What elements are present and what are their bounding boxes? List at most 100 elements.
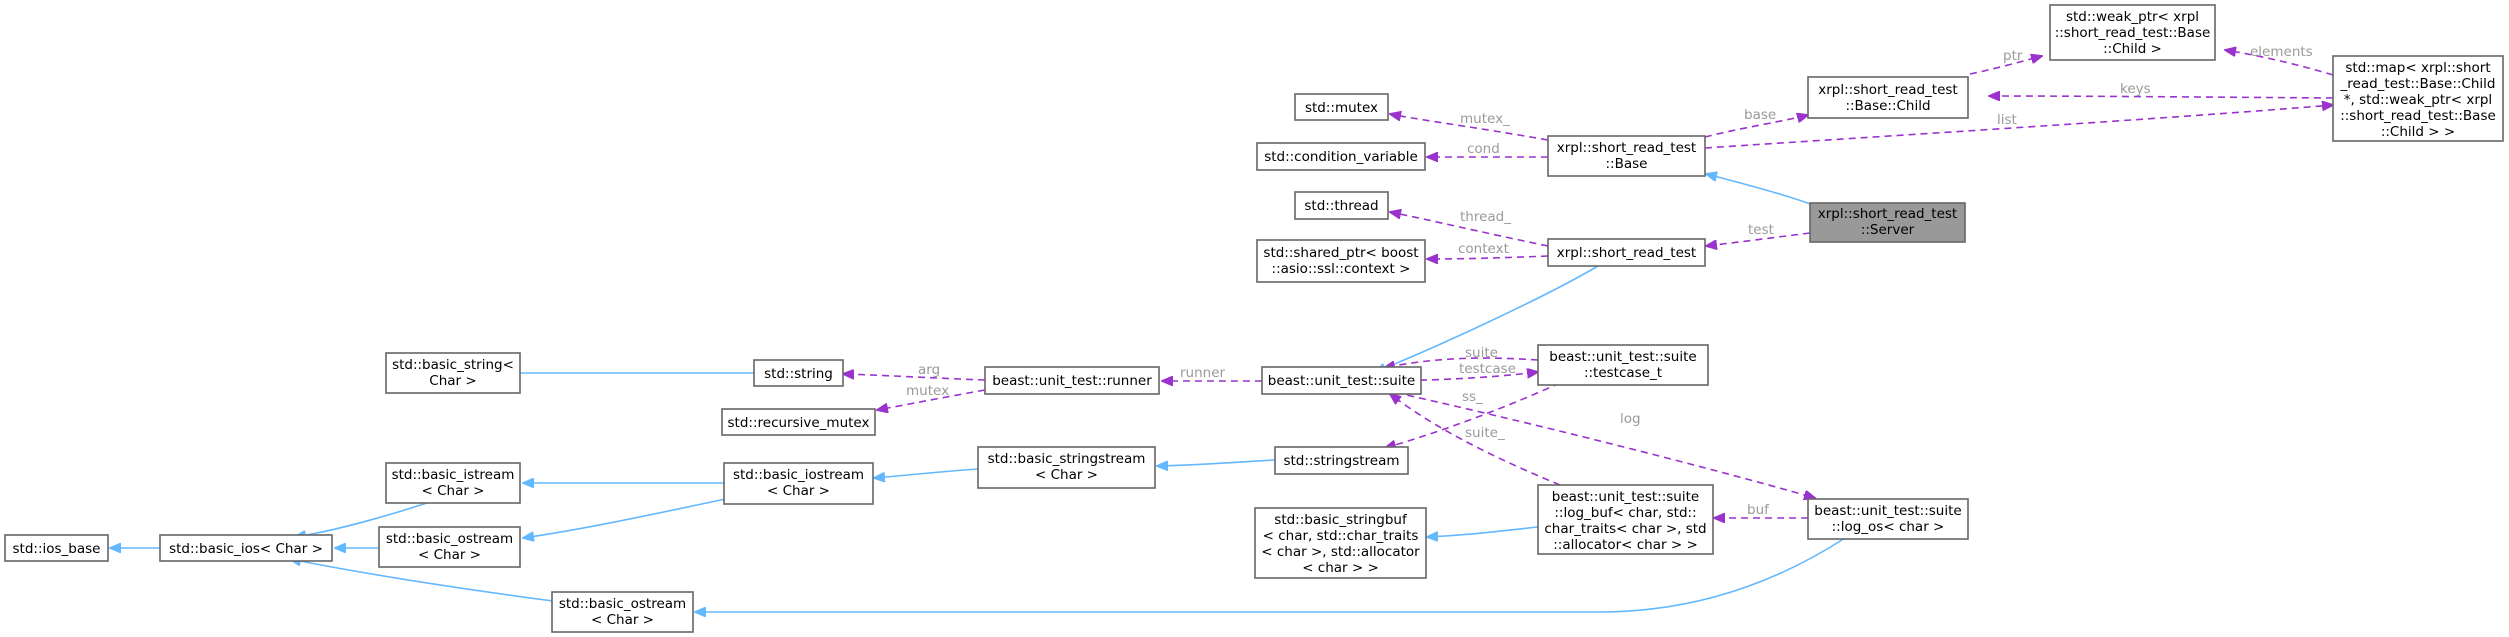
node-map-line-2: _read_test::Base::Child — [2340, 76, 2496, 92]
edge-base-to-base-child — [1704, 115, 1808, 138]
node-basic-istream[interactable]: std::basic_istream < Char > — [385, 462, 521, 504]
nodes: xrpl::short_read_test ::Server xrpl::sho… — [4, 4, 2504, 633]
node-basic-string[interactable]: std::basic_string< Char > — [385, 352, 521, 394]
node-basic-ostream-low-line-1: std::basic_ostream — [559, 596, 686, 612]
edge-short-read-test-to-shared-ptr — [1427, 256, 1549, 259]
node-shared-ptr[interactable]: std::shared_ptr< boost ::asio::ssl::cont… — [1256, 239, 1426, 283]
node-weak-ptr-line-3: ::Child > — [2103, 41, 2162, 57]
node-basic-iostream-line-1: std::basic_iostream — [733, 467, 864, 483]
node-basic-ios[interactable]: std::basic_ios< Char > — [159, 534, 333, 562]
edge-server-to-base — [1706, 174, 1811, 205]
node-weak-ptr-line-2: ::short_read_test::Base — [2055, 25, 2211, 41]
edge-log-buf-to-basic-stringbuf — [1427, 526, 1539, 537]
edge-short-read-test-to-suite — [1375, 265, 1599, 372]
node-basic-string-line-2: Char > — [429, 373, 476, 389]
node-base[interactable]: xrpl::short_read_test ::Base — [1547, 135, 1706, 177]
edge-base-child-to-weak-ptr — [1969, 56, 2042, 75]
edge-label-mutex_: mutex_ — [1460, 111, 1510, 127]
edge-log-os-to-basic-ostream-low — [695, 537, 1846, 612]
node-base-child[interactable]: xrpl::short_read_test ::Base::Child — [1807, 76, 1969, 119]
node-thread-line-1: std::thread — [1304, 198, 1378, 214]
edge-label-ptr: ptr — [2003, 48, 2023, 64]
node-ios-base[interactable]: std::ios_base — [4, 534, 109, 562]
node-basic-ostream-mid-line-2: < Char > — [418, 547, 481, 563]
edge-suite-to-log-os — [1383, 389, 1815, 498]
edge-base-to-map-list — [1704, 105, 2333, 149]
edge-label-cond: cond — [1467, 141, 1500, 157]
edge-label-keys: keys — [2120, 81, 2151, 97]
edge-log-buf-to-suite — [1390, 394, 1561, 486]
node-log-buf-line-3: char_traits< char >, std — [1544, 521, 1706, 537]
edge-runner-to-string — [843, 374, 986, 381]
edge-label-list: list — [1997, 112, 2017, 128]
node-testcase-t[interactable]: beast::unit_test::suite ::testcase_t — [1537, 344, 1709, 386]
edge-server-to-short-read-test — [1706, 232, 1811, 246]
node-runner[interactable]: beast::unit_test::runner — [984, 366, 1160, 395]
node-suite[interactable]: beast::unit_test::suite — [1261, 366, 1422, 395]
edge-base-to-mutex — [1390, 114, 1549, 141]
edge-label-test: test — [1748, 222, 1774, 238]
node-recursive-mutex-line-1: std::recursive_mutex — [728, 415, 870, 431]
node-condition-variable[interactable]: std::condition_variable — [1256, 142, 1426, 171]
node-stringstream[interactable]: std::stringstream — [1274, 446, 1409, 475]
node-server[interactable]: xrpl::short_read_test ::Server — [1809, 202, 1966, 243]
node-log-os-line-2: ::log_os< char > — [1832, 519, 1945, 535]
edge-label-arg: arg — [918, 362, 940, 378]
node-basic-ostream-mid[interactable]: std::basic_ostream < Char > — [378, 526, 521, 568]
edge-label-log: log — [1620, 411, 1641, 427]
node-map-line-1: std::map< xrpl::short — [2345, 60, 2490, 76]
node-basic-stringbuf-line-1: std::basic_stringbuf — [1274, 512, 1408, 528]
node-short-read-test-line-1: xrpl::short_read_test — [1557, 245, 1696, 261]
edge-testcase-to-stringstream — [1385, 382, 1561, 448]
edge-label-suite: suite — [1465, 345, 1498, 361]
node-weak-ptr[interactable]: std::weak_ptr< xrpl ::short_read_test::B… — [2049, 4, 2216, 61]
edge-runner-to-recursive-mutex — [877, 389, 986, 410]
node-log-os[interactable]: beast::unit_test::suite ::log_os< char > — [1807, 498, 1969, 540]
edge-short-read-test-to-thread — [1390, 212, 1549, 247]
edge-map-to-weak-ptr — [2225, 50, 2334, 76]
node-basic-stringbuf-line-3: < char >, std::allocator — [1261, 544, 1420, 560]
node-basic-stringstream-line-1: std::basic_stringstream — [988, 451, 1146, 467]
node-basic-ostream-low[interactable]: std::basic_ostream < Char > — [551, 591, 694, 633]
edge-basic-stringstream-to-basic-iostream — [874, 468, 979, 478]
node-shared-ptr-line-1: std::shared_ptr< boost — [1263, 245, 1418, 261]
edge-label-elements: elements — [2250, 44, 2313, 60]
node-string[interactable]: std::string — [753, 359, 844, 387]
node-testcase-t-line-1: beast::unit_test::suite — [1549, 349, 1696, 365]
node-basic-stringbuf[interactable]: std::basic_stringbuf < char, std::char_t… — [1254, 507, 1427, 579]
node-mutex-line-1: std::mutex — [1305, 100, 1378, 116]
node-log-buf[interactable]: beast::unit_test::suite ::log_buf< char,… — [1537, 484, 1714, 555]
node-stringstream-line-1: std::stringstream — [1283, 453, 1399, 469]
node-map-line-5: ::Child > > — [2381, 124, 2455, 140]
node-server-line-2: ::Server — [1861, 222, 1915, 238]
node-base-line-2: ::Base — [1606, 156, 1648, 172]
edge-label-testcase: testcase — [1459, 361, 1516, 377]
node-recursive-mutex[interactable]: std::recursive_mutex — [721, 408, 876, 436]
edge-label-runner: runner — [1180, 365, 1226, 381]
node-basic-iostream[interactable]: std::basic_iostream < Char > — [723, 462, 874, 505]
node-mutex[interactable]: std::mutex — [1294, 93, 1389, 121]
edge-basic-iostream-to-basic-ostream-mid — [523, 496, 736, 538]
node-testcase-t-line-2: ::testcase_t — [1584, 365, 1662, 381]
node-map[interactable]: std::map< xrpl::short _read_test::Base::… — [2332, 55, 2504, 142]
node-basic-ostream-low-line-2: < Char > — [591, 612, 654, 628]
edge-label-context: context — [1458, 241, 1509, 257]
node-basic-string-line-1: std::basic_string< — [392, 357, 514, 373]
edge-map-to-base-child-keys — [1989, 96, 2334, 98]
node-map-line-3: *, std::weak_ptr< xrpl — [2344, 92, 2492, 108]
node-basic-stringbuf-line-4: < char > > — [1302, 560, 1379, 576]
edges — [110, 50, 2333, 612]
node-thread[interactable]: std::thread — [1294, 191, 1389, 220]
node-runner-line-1: beast::unit_test::runner — [992, 373, 1152, 389]
node-basic-iostream-line-2: < Char > — [767, 483, 830, 499]
node-basic-istream-line-2: < Char > — [421, 483, 484, 499]
node-map-line-4: ::short_read_test::Base — [2340, 108, 2496, 124]
node-base-child-line-2: ::Base::Child — [1845, 98, 1930, 114]
node-basic-stringstream[interactable]: std::basic_stringstream < Char > — [977, 446, 1156, 489]
node-basic-ios-line-1: std::basic_ios< Char > — [169, 541, 323, 557]
node-basic-stringbuf-line-2: < char, std::char_traits — [1263, 528, 1419, 544]
edge-testcase-to-suite — [1384, 357, 1539, 368]
node-shared-ptr-line-2: ::asio::ssl::context > — [1272, 261, 1411, 277]
node-short-read-test[interactable]: xrpl::short_read_test — [1547, 238, 1706, 267]
node-server-line-1: xrpl::short_read_test — [1818, 206, 1957, 222]
